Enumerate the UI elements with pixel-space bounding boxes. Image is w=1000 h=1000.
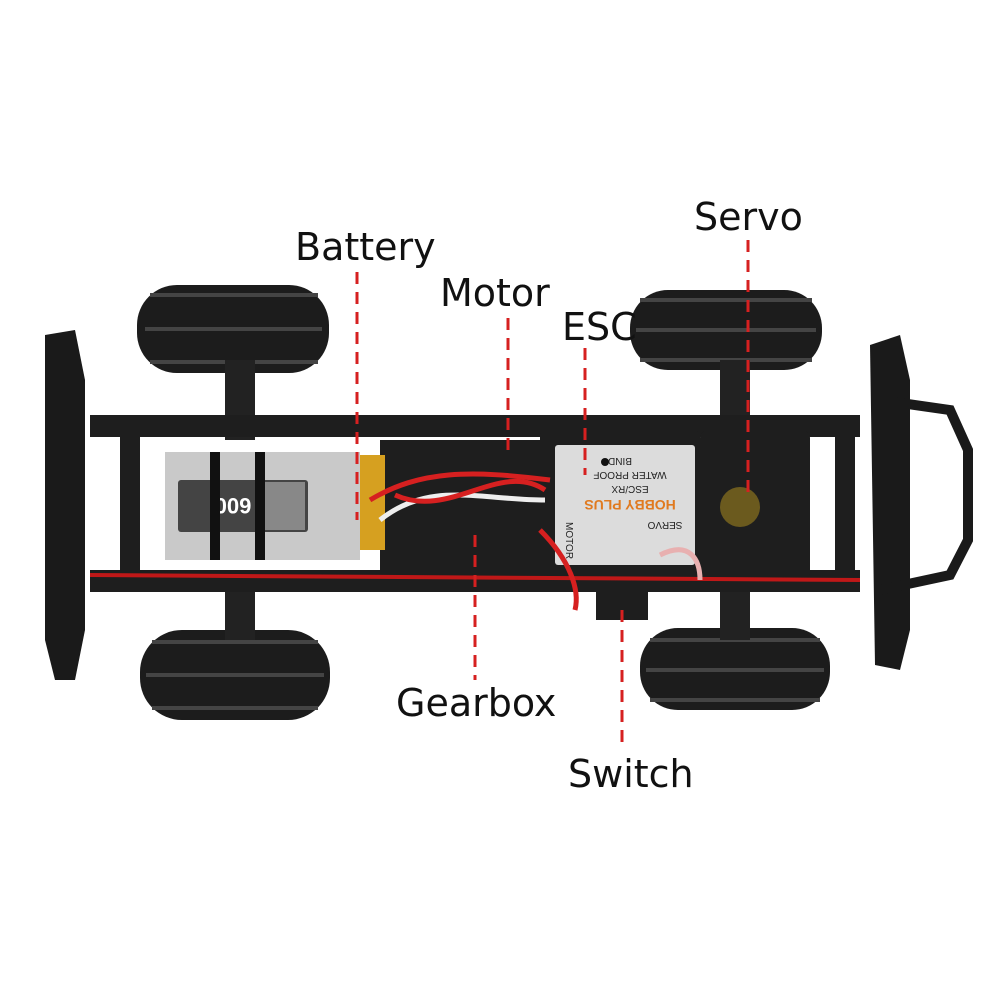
esc-label: ESC	[562, 305, 637, 349]
motor-label: Motor	[440, 271, 550, 315]
battery-capacity-text: 600	[215, 493, 252, 518]
tire-front-left	[137, 285, 329, 373]
battery-label: Battery	[295, 225, 436, 269]
bumper-right	[870, 335, 910, 670]
gearbox-label: Gearbox	[396, 681, 557, 725]
esc-waterproof-text: WATER PROOF	[593, 469, 666, 480]
tire-rear-left	[140, 630, 330, 720]
servo-gear	[720, 487, 760, 527]
esc-servo-text: SERVO	[647, 519, 682, 530]
battery-pack: 600	[165, 452, 385, 560]
esc-model-text: ESC/RX	[611, 483, 649, 494]
esc-motor-text: MOTOR	[563, 522, 574, 559]
esc-brand-text: HOBBY PLUS	[584, 497, 676, 513]
servo-label: Servo	[694, 195, 803, 239]
tire-front-right	[630, 290, 822, 370]
esc-bind-text: BIND	[608, 455, 632, 466]
esc-panel: HOBBY PLUS ESC/RX WATER PROOF BIND SERVO…	[555, 445, 695, 565]
bumper-left	[45, 330, 85, 680]
bumper-bar	[878, 395, 973, 595]
leader-lines	[355, 240, 750, 750]
tire-rear-right	[640, 628, 830, 710]
switch-label: Switch	[568, 752, 694, 796]
